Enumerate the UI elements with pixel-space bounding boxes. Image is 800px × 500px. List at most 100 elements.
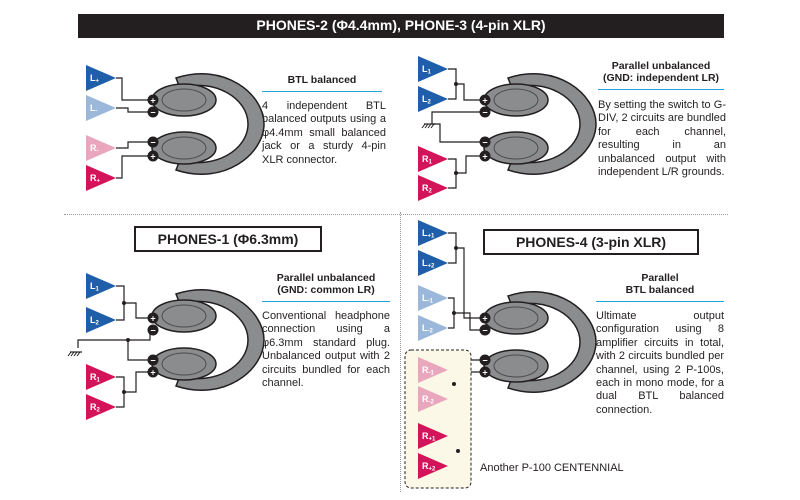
pu-common-heading-line1: Parallel unbalanced (276, 272, 376, 284)
amplifier-triangle-icon: L- (86, 95, 116, 121)
svg-text:+: + (482, 95, 487, 105)
svg-text:R-2: R-2 (422, 394, 434, 406)
polarity-terminal: + (147, 94, 159, 106)
svg-text:R+2: R+2 (422, 461, 436, 473)
pu-independent-heading-line1: Parallel unbalanced (611, 60, 711, 72)
headphones-icon (151, 72, 265, 176)
svg-text:L2: L2 (422, 94, 432, 106)
parallel-btl-heading-line2: BTL balanced (625, 284, 695, 296)
svg-text:R1: R1 (422, 154, 433, 166)
polarity-terminal: − (479, 324, 491, 336)
pu-common-heading-line2: (GND: common LR) (277, 284, 375, 296)
pu-common-description: Conventional headphone connection using … (262, 310, 390, 390)
polarity-terminal: − (479, 136, 491, 148)
svg-text:L+: L+ (90, 73, 100, 85)
svg-text:−: − (482, 355, 487, 365)
amplifier-triangle-icon: R1 (86, 364, 116, 390)
pu-independent-description: By setting the switch to G-DIV, 2 circui… (598, 99, 726, 179)
parallel-btl-heading-line1: Parallel (641, 272, 679, 284)
btl-heading: BTL balanced (262, 74, 382, 92)
svg-text:L-2: L-2 (422, 323, 433, 335)
pu-independent-heading-line2: (GND: independent LR) (602, 72, 720, 84)
polarity-terminal: − (147, 354, 159, 366)
svg-text:L+1: L+1 (422, 228, 435, 240)
polarity-terminal: + (479, 366, 491, 378)
amplifier-triangle-icon: L+ (86, 65, 116, 91)
amplifier-triangle-icon: R- (86, 135, 116, 161)
svg-text:R-: R- (90, 143, 99, 155)
polarity-terminal: − (147, 324, 159, 336)
svg-text:−: − (482, 137, 487, 147)
svg-text:−: − (150, 325, 155, 335)
svg-text:R-1: R-1 (422, 365, 434, 377)
svg-text:−: − (150, 107, 155, 117)
amplifier-triangle-icon: L-2 (418, 315, 448, 341)
svg-text:−: − (150, 355, 155, 365)
polarity-terminal: − (479, 354, 491, 366)
polarity-terminal: + (147, 150, 159, 162)
amplifier-triangle-icon: R+ (86, 165, 116, 191)
polarity-terminal: + (479, 94, 491, 106)
horizontal-divider (64, 214, 728, 215)
junction-dot (122, 390, 126, 394)
btl-heading-text: BTL balanced (287, 74, 357, 86)
svg-text:+: + (482, 367, 487, 377)
junction-dot (126, 338, 130, 342)
svg-text:−: − (482, 107, 487, 117)
amplifier-triangle-icon: R-2 (418, 386, 448, 412)
amplifier-triangle-icon: L1 (418, 56, 448, 82)
svg-text:R2: R2 (90, 402, 101, 414)
junction-dot (122, 301, 126, 305)
headphones-icon (483, 72, 597, 176)
junction-dot (454, 246, 458, 250)
svg-text:+: + (150, 95, 155, 105)
parallel-btl-description: Ultimate output configuration using 8 am… (596, 310, 724, 416)
polarity-terminal: − (147, 136, 159, 148)
amplifier-triangle-icon: R+1 (418, 423, 448, 449)
svg-text:−: − (150, 137, 155, 147)
polarity-terminal: + (147, 312, 159, 324)
amplifier-triangle-icon: R+2 (418, 453, 448, 479)
svg-text:L-: L- (90, 103, 98, 115)
svg-text:L+2: L+2 (422, 258, 435, 270)
vertical-divider (400, 212, 401, 492)
headphones-icon (483, 290, 597, 394)
pu-independent-heading: Parallel unbalanced (GND: independent LR… (598, 60, 724, 90)
svg-text:L1: L1 (422, 64, 432, 76)
svg-text:R2: R2 (422, 183, 433, 195)
svg-text:R1: R1 (90, 372, 101, 384)
svg-text:+: + (482, 313, 487, 323)
amplifier-triangle-icon: R2 (418, 175, 448, 201)
polarity-terminal: + (479, 312, 491, 324)
svg-text:L1: L1 (90, 281, 100, 293)
top-section-header: PHONES-2 (Φ4.4mm), PHONE-3 (4-pin XLR) (78, 14, 724, 38)
amplifier-triangle-icon: L+2 (418, 250, 448, 276)
svg-text:+: + (150, 367, 155, 377)
parallel-btl-heading: Parallel BTL balanced (596, 272, 724, 302)
junction-dot (456, 449, 460, 453)
svg-text:+: + (482, 151, 487, 161)
amplifier-triangle-icon: L+1 (418, 220, 448, 246)
phones4-section-header: PHONES-4 (3-pin XLR) (483, 229, 699, 255)
svg-text:L-1: L-1 (422, 293, 433, 305)
polarity-terminal: − (147, 106, 159, 118)
junction-dot (452, 311, 456, 315)
ground-symbol-icon (421, 123, 436, 129)
junction-dot (454, 82, 458, 86)
amplifier-triangle-icon: L-1 (418, 285, 448, 311)
junction-dot (454, 171, 458, 175)
junction-dot (452, 382, 456, 386)
amplifier-triangle-icon: R2 (86, 394, 116, 420)
amplifier-triangle-icon: L2 (418, 86, 448, 112)
svg-text:R+1: R+1 (422, 431, 436, 443)
pu-common-heading: Parallel unbalanced (GND: common LR) (262, 272, 390, 302)
svg-text:L2: L2 (90, 315, 100, 327)
ground-symbol-icon (67, 351, 82, 357)
another-p100-note: Another P-100 CENTENNIAL (480, 462, 624, 474)
amplifier-triangle-icon: L1 (86, 273, 116, 299)
svg-text:+: + (150, 151, 155, 161)
phones1-section-header: PHONES-1 (Φ6.3mm) (134, 226, 322, 252)
amplifier-triangle-icon: L2 (86, 307, 116, 333)
svg-text:−: − (482, 325, 487, 335)
amplifier-triangle-icon: R-1 (418, 357, 448, 383)
